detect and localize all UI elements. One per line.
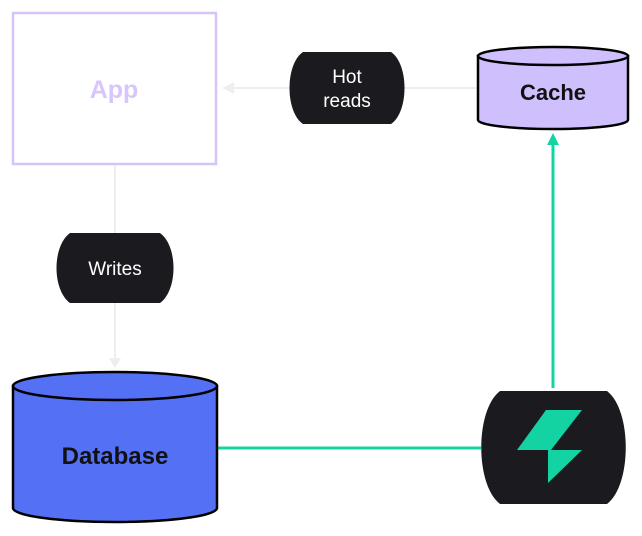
writes-label: Writes	[88, 259, 141, 280]
database-cylinder-top	[11, 370, 219, 402]
sync-service-shape	[481, 391, 626, 504]
app-label: App	[90, 76, 139, 104]
writes-pill-shape	[56, 233, 174, 303]
cache-node: Cache	[476, 45, 630, 131]
sync-connector	[217, 133, 559, 450]
cache-label: Cache	[520, 80, 586, 105]
hot-reads-pill: Hot reads	[289, 52, 405, 124]
writes-arrowhead	[109, 358, 121, 368]
sync-to-cache-arrowhead	[547, 133, 559, 145]
hot-reads-label-line1: Hot	[332, 67, 362, 88]
writes-pill: Writes	[56, 233, 174, 303]
hot-reads-connector	[222, 82, 478, 94]
sync-service-node	[481, 391, 626, 504]
cache-cylinder-top	[476, 45, 630, 67]
app-node: App	[11, 11, 218, 166]
cache-cylinder-body	[476, 54, 630, 131]
database-node: Database	[11, 370, 219, 524]
app-box	[11, 11, 218, 166]
database-label: Database	[62, 443, 169, 470]
writes-connector	[109, 165, 121, 368]
lightning-bolt-icon	[517, 410, 582, 483]
hot-reads-pill-shape	[289, 52, 405, 124]
database-cylinder-body	[11, 384, 219, 524]
hot-reads-arrowhead	[222, 82, 234, 94]
hot-reads-label-line2: reads	[323, 91, 371, 112]
